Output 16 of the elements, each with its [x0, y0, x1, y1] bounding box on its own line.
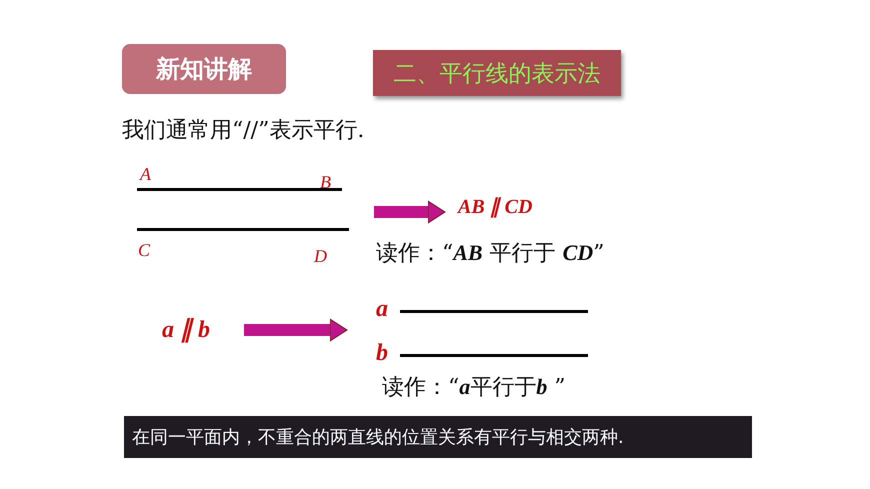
heading-banner: 二、平行线的表示法	[373, 50, 621, 96]
notation-text: AB ∥ CD	[458, 192, 558, 220]
block-arrow	[244, 318, 348, 342]
point-label: C	[138, 240, 150, 261]
point-label: B	[320, 172, 331, 193]
block-arrow	[374, 200, 446, 224]
point-label: D	[314, 246, 327, 267]
line-label: a	[376, 296, 388, 323]
reading-text: 读作：“a平行于b ”	[382, 373, 566, 402]
note-band: 在同一平面内，不重合的两直线的位置关系有平行与相交两种.	[124, 416, 752, 458]
point-label: A	[140, 164, 151, 185]
line-label: b	[376, 340, 388, 367]
notation-text: a ∥ b	[162, 314, 232, 344]
section-badge: 新知讲解	[122, 44, 286, 94]
statement-text: 我们通常用“//”表示平行.	[122, 117, 364, 145]
reading-text: 读作：“AB 平行于 CD”	[376, 239, 604, 268]
